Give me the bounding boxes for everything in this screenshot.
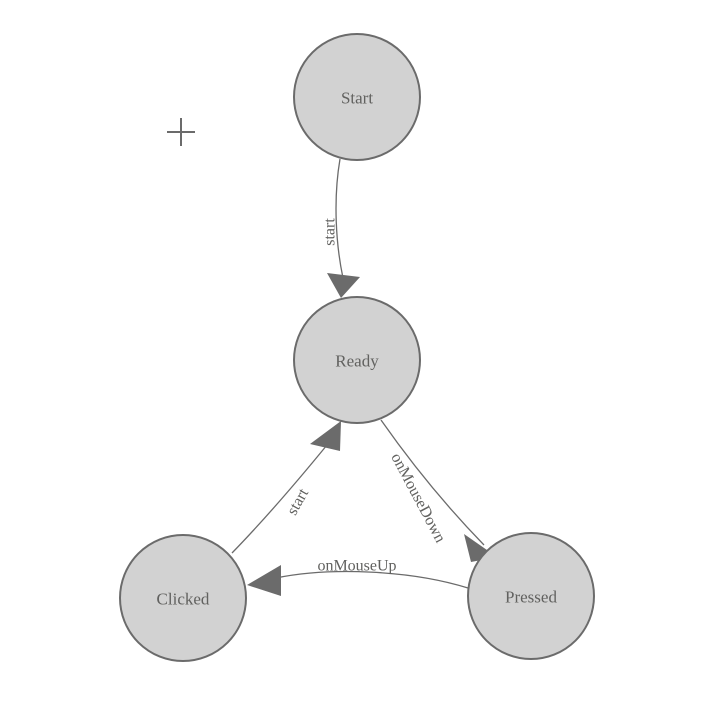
node-pressed[interactable]: Pressed	[467, 532, 595, 660]
edge-path	[275, 570, 469, 589]
node-clicked[interactable]: Clicked	[119, 534, 247, 662]
node-circle	[119, 534, 247, 662]
node-circle	[467, 532, 595, 660]
node-start[interactable]: Start	[293, 33, 421, 161]
edge-ready-to-pressed[interactable]: onMouseDown	[380, 419, 497, 562]
node-circle	[293, 296, 421, 424]
edge-path	[380, 419, 485, 546]
node-ready[interactable]: Ready	[293, 296, 421, 424]
edge-label-start-to-ready: start	[322, 218, 339, 246]
crosshair-icon[interactable]	[167, 118, 195, 146]
edge-label-ready-to-pressed: onMouseDown	[387, 450, 448, 545]
node-label-start: Start	[341, 89, 373, 108]
node-label-pressed: Pressed	[505, 588, 557, 607]
node-label-clicked: Clicked	[157, 590, 210, 609]
edge-path	[231, 444, 328, 554]
edge-clicked-to-ready[interactable]: start	[231, 421, 341, 554]
edge-label-pressed-to-clicked: onMouseUp	[317, 558, 396, 575]
edge-start-to-ready[interactable]: start	[322, 158, 361, 298]
arrowhead-icon	[310, 421, 341, 451]
edge-pressed-to-clicked[interactable]: onMouseUp	[247, 558, 469, 597]
node-circle	[293, 33, 421, 161]
edge-label-clicked-to-ready: start	[284, 485, 312, 518]
edge-path	[335, 158, 344, 279]
arrowhead-icon	[327, 273, 360, 298]
node-label-ready: Ready	[335, 352, 379, 371]
arrowhead-icon	[247, 565, 281, 596]
